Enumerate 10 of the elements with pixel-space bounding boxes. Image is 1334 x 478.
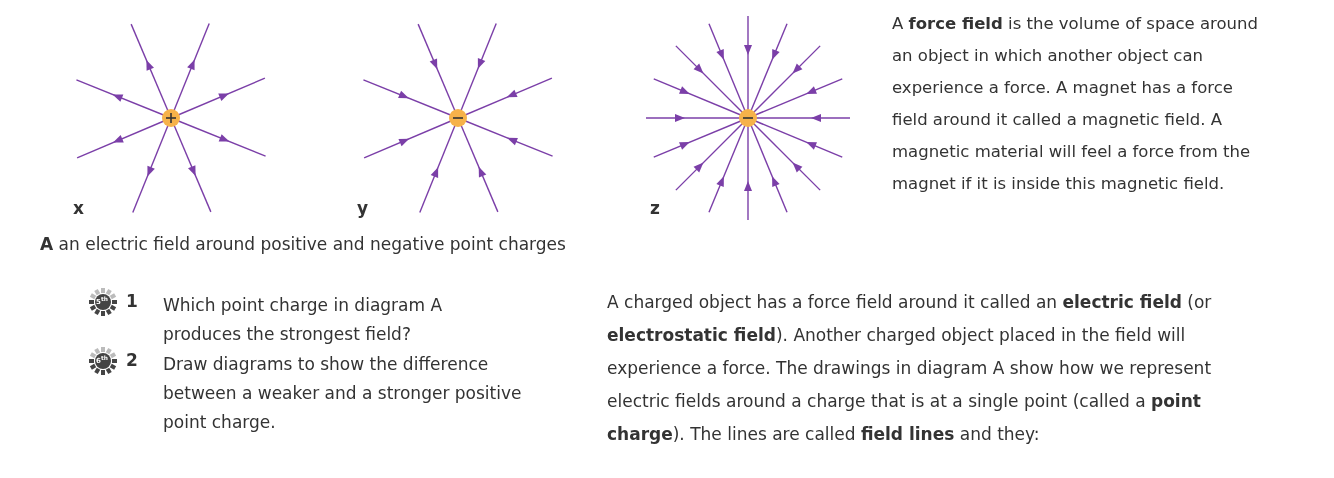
- diagram-label: x: [73, 198, 84, 218]
- paragraph: A charged object has a force field around it called an electric field (or electrostatic field). Another charged object placed in the field will experience a force. The drawings in diagram A show how we represent electric fields around a charge that is at a single point (called a point charge). The lines are called field lines and they:: [607, 291, 1213, 446]
- question-number: 2: [126, 350, 138, 370]
- question-text: Which point charge in diagram A produces the strongest field?: [163, 294, 444, 346]
- paragraph: A force field is the volume of space around an object in which another object can experience a force. A magnet has a force field around it called a magnetic field. A magnetic material will feel a force from the magnet if it is inside this magnetic field.: [892, 13, 1259, 195]
- diagram-label: y: [357, 198, 369, 218]
- question-number: 1: [126, 291, 138, 311]
- figure-caption: A an electric field around positive and negative point charges: [40, 234, 567, 254]
- diagram-label: z: [650, 198, 660, 218]
- question-text: Draw diagrams to show the difference between a weaker and a stronger positive point charge.: [163, 353, 523, 434]
